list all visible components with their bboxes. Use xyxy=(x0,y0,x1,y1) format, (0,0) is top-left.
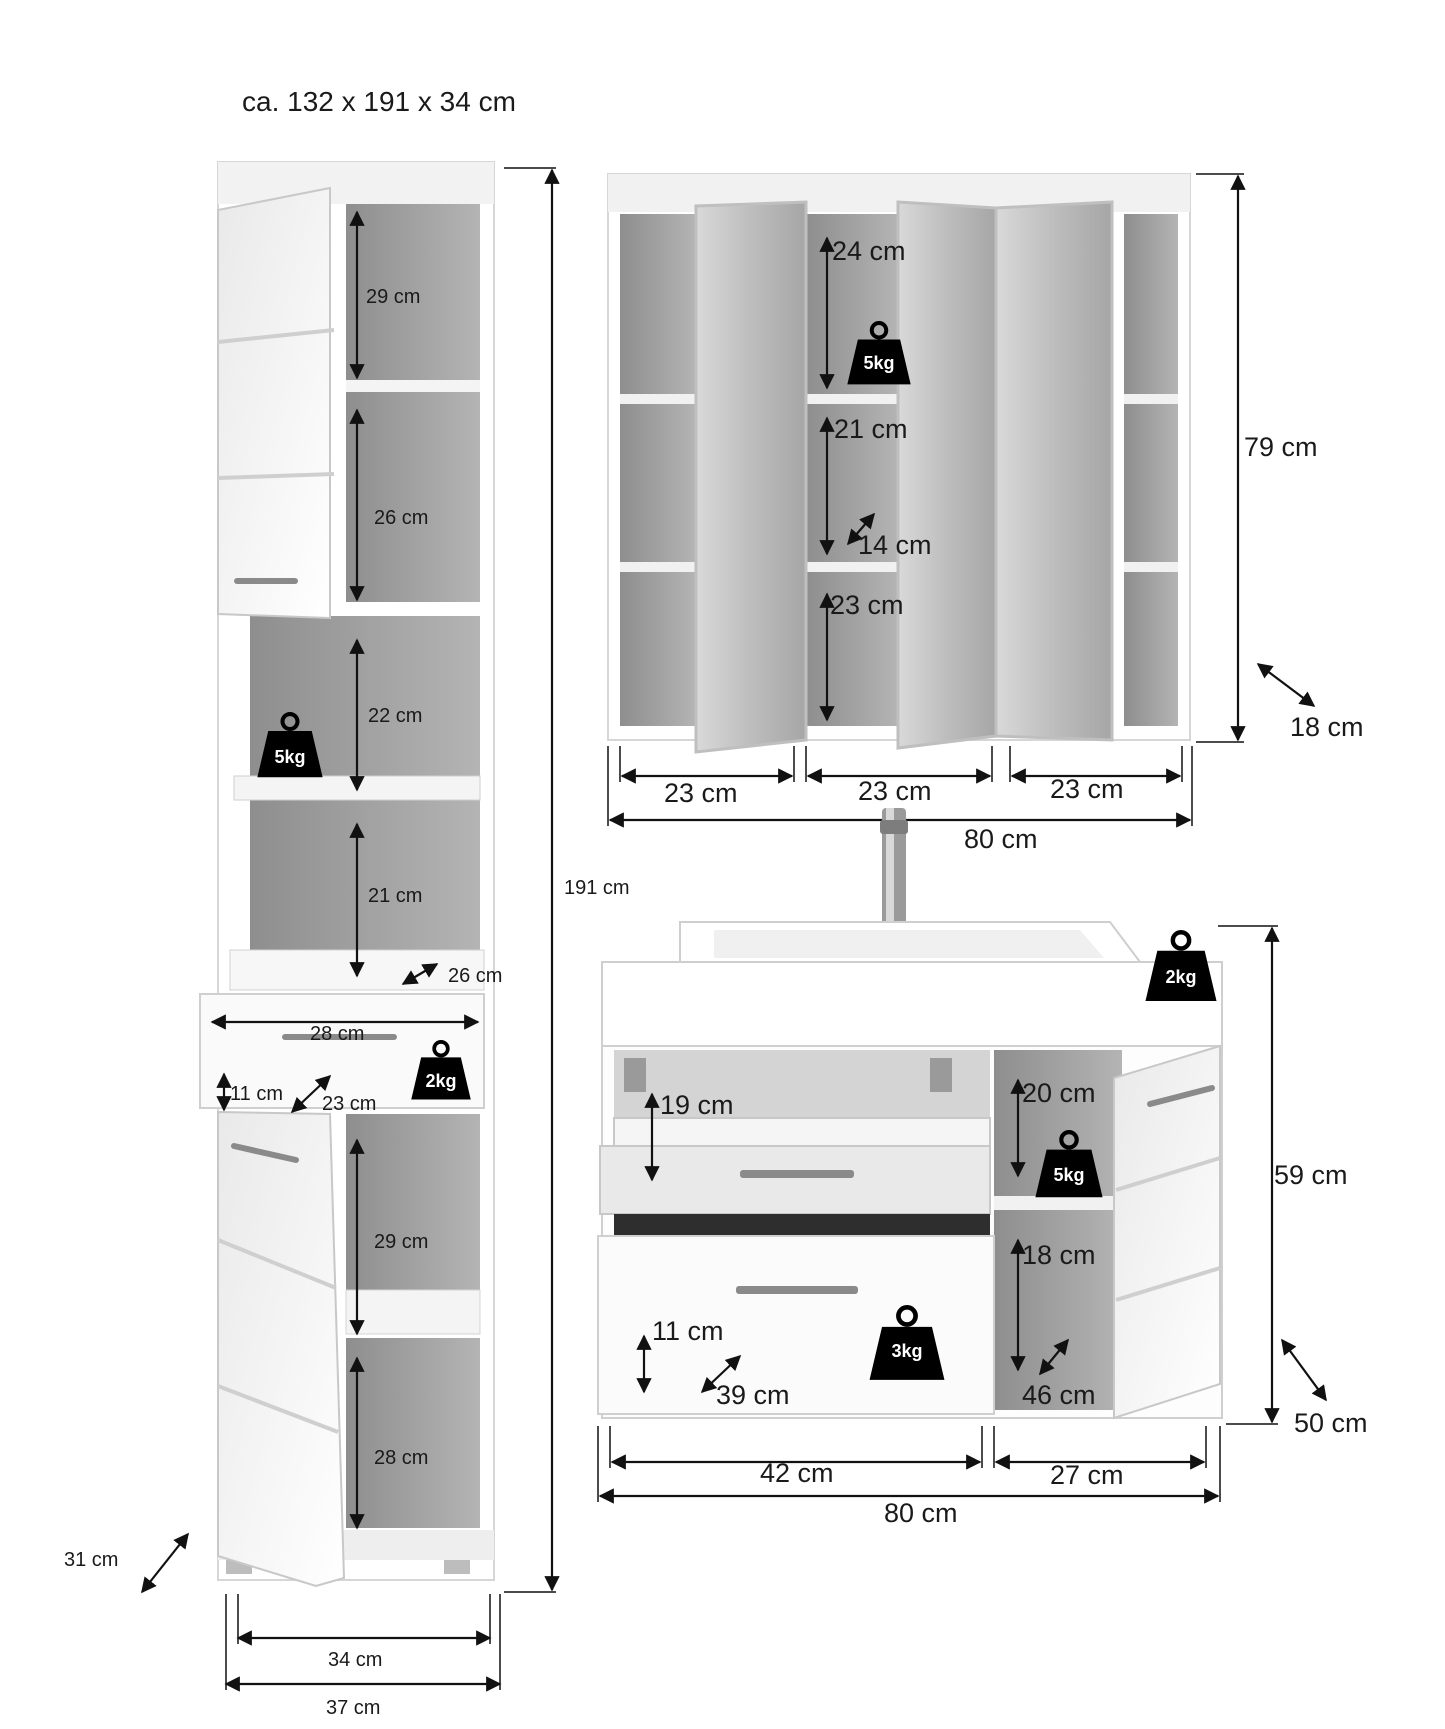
tall-shelf-load-weight-icon: 5kg xyxy=(274,747,306,767)
vanity-right-depth-label: 46 cm xyxy=(1022,1380,1096,1410)
mirror-shelf-height-label: 23 cm xyxy=(830,590,904,620)
tall-shelf-height-label: 26 cm xyxy=(374,507,429,529)
tall-drawer-height-label: 11 cm xyxy=(230,1083,283,1105)
vanity-bottom-drawer-depth-label: 39 cm xyxy=(716,1380,790,1410)
mirror-depth-label: 18 cm xyxy=(1290,712,1364,742)
tall-shelf-height-label: 21 cm xyxy=(368,885,423,907)
tall-shelf-depth-label: 26 cm xyxy=(448,965,503,987)
mirror-compartment-width-label: 23 cm xyxy=(664,778,738,808)
mirror-total-height-label: 79 cm xyxy=(1244,432,1318,462)
tall-total-height-label: 191 cm xyxy=(564,877,630,899)
tall-outer-width-label: 37 cm xyxy=(326,1697,381,1719)
vanity-left-width-label: 42 cm xyxy=(760,1458,834,1488)
tall-depth-label: 31 cm xyxy=(64,1549,119,1571)
mirror-shelf-load-weight-icon: 5kg xyxy=(863,353,895,373)
mirror-shelf-height-label: 21 cm xyxy=(834,414,908,444)
mirror-total-width-label: 80 cm xyxy=(964,824,1038,854)
vanity-top-load-weight-icon: 2kg xyxy=(1165,967,1197,987)
mirror-shelf-height-label: 24 cm xyxy=(832,236,906,266)
overall-dimensions-title: ca. 132 x 191 x 34 cm xyxy=(242,86,516,117)
vanity-drawer-inner-height-label: 19 cm xyxy=(660,1090,734,1120)
mirror-compartment-width-label: 23 cm xyxy=(858,776,932,806)
tall-inner-width-label: 34 cm xyxy=(328,1649,383,1671)
vanity-right-lower-height-label: 18 cm xyxy=(1022,1240,1096,1270)
tall-shelf-height-label: 29 cm xyxy=(374,1231,429,1253)
mirror-compartment-width-label: 23 cm xyxy=(1050,774,1124,804)
vanity-right-width-label: 27 cm xyxy=(1050,1460,1124,1490)
tall-shelf-height-label: 29 cm xyxy=(366,286,421,308)
tall-shelf-height-label: 22 cm xyxy=(368,705,423,727)
vanity-drawing xyxy=(597,808,1327,1504)
vanity-drawer-load-weight-icon: 3kg xyxy=(891,1341,923,1361)
mirror-cabinet-drawing xyxy=(607,173,1316,828)
vanity-shelf-load-weight-icon: 5kg xyxy=(1053,1165,1085,1185)
tall-drawer-width-label: 28 cm xyxy=(310,1023,365,1045)
vanity-depth-label: 50 cm xyxy=(1294,1408,1368,1438)
mirror-shelf-depth-label: 14 cm xyxy=(858,530,932,560)
tall-shelf-height-label: 28 cm xyxy=(374,1447,429,1469)
vanity-bottom-drawer-height-label: 11 cm xyxy=(652,1316,724,1346)
tall-drawer-load-weight-icon: 2kg xyxy=(425,1071,457,1091)
tall-cabinet-drawing xyxy=(141,161,560,1692)
tall-drawer-depth-label: 23 cm xyxy=(322,1093,377,1115)
vanity-total-height-label: 59 cm xyxy=(1274,1160,1348,1190)
vanity-right-upper-height-label: 20 cm xyxy=(1022,1078,1096,1108)
vanity-total-width-label: 80 cm xyxy=(884,1498,958,1528)
